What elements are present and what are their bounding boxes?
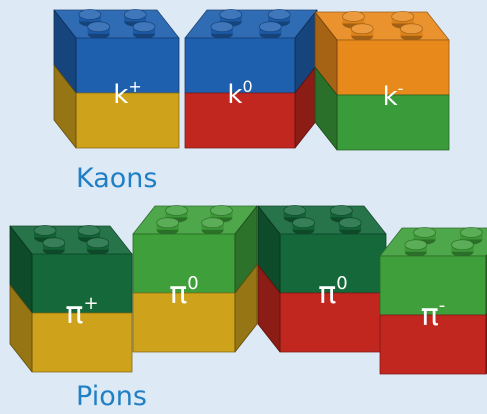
stud xyxy=(165,205,188,216)
stud xyxy=(210,21,234,33)
particle-symbol: π0 xyxy=(169,273,199,311)
stud xyxy=(78,9,102,20)
stud xyxy=(219,9,243,20)
kaons-label: Kaons xyxy=(76,163,158,194)
pions-label: Pions xyxy=(76,381,147,412)
particle-symbol: k- xyxy=(383,79,404,112)
brick-side-lower xyxy=(257,264,281,353)
brick-pion-2: π0 xyxy=(257,205,387,353)
brick-kaon-0: k+ xyxy=(53,9,180,149)
particle-symbol: π0 xyxy=(318,273,348,311)
stud xyxy=(391,11,415,22)
particle-symbol: π+ xyxy=(65,293,98,331)
particle-symbol: k+ xyxy=(113,77,141,110)
brick-top-face xyxy=(314,11,450,41)
stud xyxy=(123,9,147,20)
stud xyxy=(459,227,483,238)
stud xyxy=(413,227,436,238)
brick-pion-1: π0 xyxy=(132,205,258,353)
brick-side-lower xyxy=(9,284,33,373)
stud xyxy=(86,237,110,249)
stud xyxy=(292,217,315,229)
stud xyxy=(33,225,57,236)
stud xyxy=(156,217,180,229)
stud xyxy=(451,239,474,251)
brick-side-lower xyxy=(234,264,258,353)
particle-symbol: k0 xyxy=(227,77,252,110)
stud xyxy=(283,205,307,216)
brick-side-lower xyxy=(314,66,338,151)
stud xyxy=(77,225,101,236)
stud xyxy=(132,21,156,33)
stud xyxy=(330,205,353,216)
brick-top-face xyxy=(184,9,318,39)
brick-side-lower xyxy=(53,64,77,149)
stud xyxy=(267,9,291,20)
stud xyxy=(201,217,224,229)
stud xyxy=(342,11,365,22)
stud xyxy=(338,217,362,229)
stud xyxy=(350,23,374,35)
particle-symbol: π- xyxy=(421,295,446,333)
brick-kaon-1: k0 xyxy=(184,9,318,149)
brick-pion-3: π- xyxy=(379,227,487,375)
brick-pion-0: π+ xyxy=(9,225,133,373)
stud xyxy=(400,23,423,35)
stud xyxy=(259,21,282,33)
stud xyxy=(404,239,428,251)
brick-kaon-2: k- xyxy=(314,11,450,151)
stud xyxy=(87,21,111,33)
stud xyxy=(42,237,66,249)
stud xyxy=(210,205,233,216)
